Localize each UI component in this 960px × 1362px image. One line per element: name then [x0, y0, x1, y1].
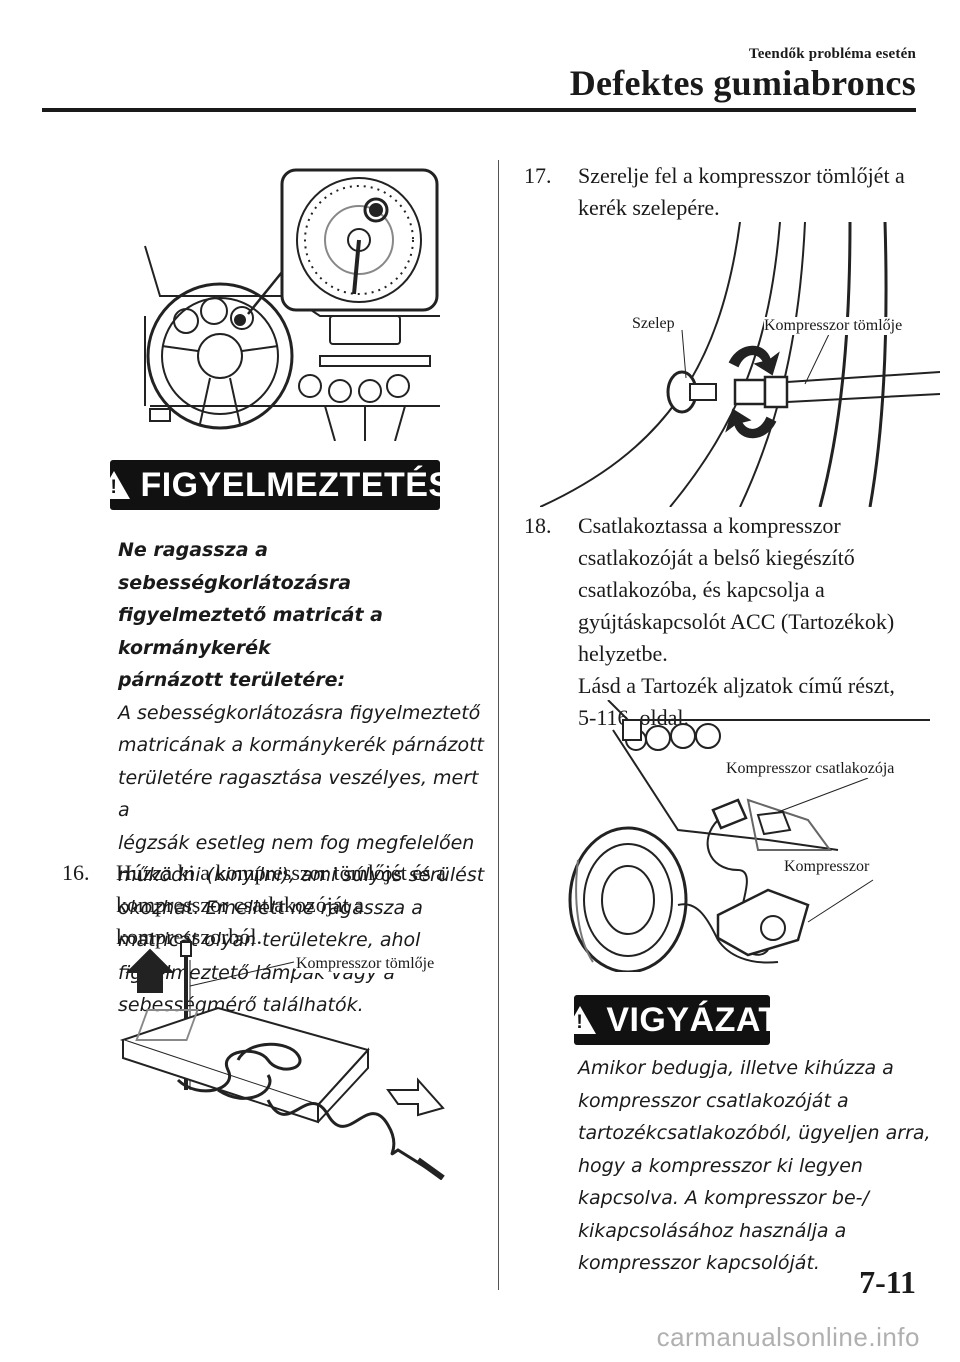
caution-line: kompresszor csatlakozóját a — [578, 1089, 849, 1112]
page-title: Defektes gumiabroncs — [569, 63, 916, 103]
caution-line: Amikor bedugja, illetve kihúzza a — [578, 1057, 894, 1079]
caution-text: Amikor bedugja, illetve kihúzza a kompre… — [578, 1052, 938, 1280]
warning-line: párnázott területére: — [118, 669, 346, 691]
warning-line: Ne ragassza a sebességkorlátozásra — [118, 539, 352, 594]
step-18: 18. Csatlakoztassa a kompresszor csatlak… — [524, 510, 934, 734]
step-line: Szerelje fel a kompresszor tömlőjét a — [578, 163, 905, 188]
dashboard-illustration — [140, 166, 440, 441]
step-number: 18. — [524, 513, 552, 538]
caution-banner: ! VIGYÁZAT — [564, 995, 779, 1045]
step-17: 17. Szerelje fel a kompresszor tömlőjét … — [524, 160, 934, 224]
caution-line: kikapcsolásához használja a — [578, 1219, 847, 1242]
warning-line: területére ragasztása veszélyes, mert a — [118, 766, 479, 822]
caution-line: tartozékcsatlakozóból, ügyeljen arra, — [578, 1122, 931, 1144]
warning-banner: ! FIGYELMEZTETÉS — [98, 460, 451, 510]
step-line: Húzza ki a kompresszor tömlőjét és a — [116, 860, 446, 885]
step-line: Csatlakoztassa a kompresszor — [578, 513, 841, 538]
caution-triangle-icon: ! — [564, 1006, 597, 1034]
step-line: csatlakozóba, és kapcsolja a — [578, 577, 825, 602]
warning-banner-label: FIGYELMEZTETÉS — [140, 465, 452, 504]
valve-illustration — [540, 222, 940, 507]
label-valve: Szelep — [632, 315, 675, 333]
warning-line: A sebességkorlátozásra figyelmeztető — [118, 701, 481, 724]
step-line: helyzetbe. — [578, 641, 668, 666]
step-line: kerék szelepére. — [578, 195, 720, 220]
warning-text: Ne ragassza a sebességkorlátozásra figye… — [118, 534, 490, 1022]
header-rule — [42, 108, 916, 112]
chapter-subtitle: Teendők probléma esetén — [748, 46, 916, 62]
page-number: 7-11 — [859, 1264, 916, 1300]
step-line: csatlakozóját a belső kiegészítő — [578, 545, 855, 570]
caution-line: kompresszor kapcsolóját. — [578, 1252, 820, 1274]
caution-line: kapcsolva. A kompresszor be-/ — [578, 1187, 869, 1209]
warning-triangle-icon: ! — [98, 471, 131, 499]
connector-illustration — [568, 700, 930, 972]
label-compressor: Kompresszor — [784, 858, 870, 876]
warning-line: matricát olyan területekre, ahol — [118, 929, 421, 951]
compressor-illustration — [118, 940, 458, 1180]
warning-line: matricának a kormánykerék párnázott — [118, 734, 485, 756]
step-line: Lásd a Tartozék aljzatok című részt, — [578, 673, 895, 698]
warning-line: figyelmeztető matricát a kormánykerék — [118, 604, 383, 659]
footer-watermark: carmanualsonline.info — [656, 1322, 920, 1352]
label-compressor-hose: Kompresszor tömlője — [296, 955, 435, 973]
label-compressor-connector: Kompresszor csatlakozója — [726, 760, 895, 778]
caution-line: hogy a kompresszor ki legyen — [578, 1154, 863, 1177]
step-16: 16. Húzza ki a kompresszor tömlőjét és a… — [62, 857, 492, 953]
step-number: 17. — [524, 163, 552, 188]
warning-line: működni (kinyílni), ami súlyos sérülést — [118, 864, 485, 886]
step-number: 16. — [62, 860, 90, 885]
step-line: kompresszor csatlakozóját a — [116, 892, 365, 917]
caution-banner-label: VIGYÁZAT — [606, 1000, 780, 1039]
warning-line: légzsák esetleg nem fog megfelelően — [118, 831, 475, 854]
warning-line: okozhat. Emellett ne ragassza a — [118, 896, 423, 919]
column-divider — [498, 160, 499, 1290]
label-compressor-hose-2: Kompresszor tömlője — [764, 317, 903, 335]
step-line: gyújtáskapcsolót ACC (Tartozékok) — [578, 609, 895, 634]
